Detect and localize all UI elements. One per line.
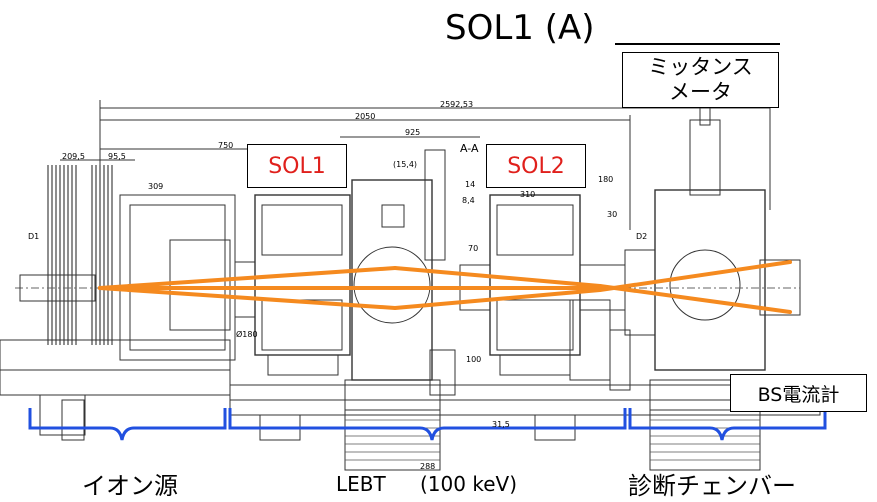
bs-current-meter-label: BS電流計 (757, 383, 840, 406)
bracket-lebt (228, 408, 627, 441)
beam-lower-2 (393, 288, 602, 310)
dim-315-label: 31,5 (492, 420, 510, 429)
sol1-label: SOL1 (268, 153, 326, 179)
dim-total-label: 2592,53 (440, 100, 474, 109)
dim-925-label: 925 (405, 128, 421, 137)
sol1-box: SOL1 (247, 144, 347, 188)
section-brackets (28, 408, 827, 441)
beam-upper-2 (393, 266, 602, 288)
d1-label: D1 (28, 232, 40, 241)
diagnostic-chamber-label: 診断チェンバー (628, 472, 796, 500)
dim-100-label: 100 (466, 355, 482, 364)
emittance-meter-line1: ミッタンス (648, 55, 753, 79)
bracket-ion-source (28, 408, 227, 441)
dim-15-label: (15,4) (393, 160, 418, 169)
dim-95-label: 95,5 (108, 152, 126, 161)
dim-309-label: 309 (148, 182, 164, 191)
dim-14-label: 14 (465, 180, 476, 189)
beam-lower-3 (598, 260, 792, 292)
dim-180-label: 180 (598, 175, 614, 184)
emittance-meter-box: ミッタンス メータ (622, 52, 779, 108)
figure-title: SOL1 (A) (445, 8, 595, 48)
beam-envelope (98, 260, 792, 314)
emittance-meter-line2: メータ (669, 80, 732, 104)
lebt-label: LEBT (336, 472, 386, 496)
bracket-diagnostic (628, 408, 827, 441)
beam-upper-3 (598, 284, 792, 314)
section-label: A-A (460, 142, 479, 155)
dim-288-label: 288 (420, 462, 436, 471)
lebt-energy-label: (100 keV) (420, 472, 517, 496)
dim-2050-label: 2050 (355, 112, 376, 121)
dim-70-label: 70 (468, 244, 479, 253)
beam-upper-1 (98, 266, 397, 290)
ion-source-label: イオン源 (82, 472, 178, 500)
sol2-label: SOL2 (507, 153, 565, 179)
title-underline (615, 43, 780, 45)
dim-750-label: 750 (218, 141, 234, 150)
dim-209-label: 209,5 (62, 152, 85, 161)
bs-current-meter-box: BS電流計 (730, 374, 867, 412)
dim-30-label: 30 (607, 210, 618, 219)
sol2-box: SOL2 (486, 144, 586, 188)
d2-label: D2 (636, 232, 648, 241)
dim-310-label: 310 (520, 190, 536, 199)
beam-lower-1 (98, 286, 397, 310)
phi180-label: Ø180 (236, 330, 258, 339)
dim-84-label: 8,4 (462, 196, 475, 205)
